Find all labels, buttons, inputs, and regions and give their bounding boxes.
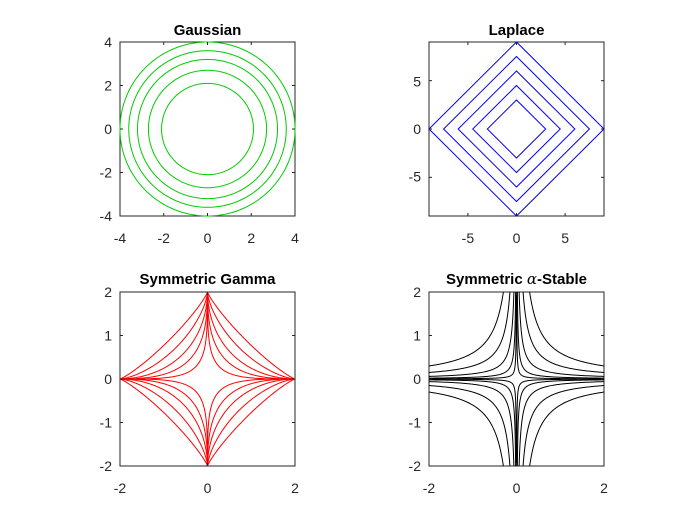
panel-gaussian-ytick-label: 4	[104, 34, 112, 50]
stable-contour-line	[522, 385, 604, 466]
panel-gaussian-ytick-label: -2	[100, 165, 113, 181]
gaussian-contour-line	[128, 50, 287, 208]
panel-gaussian-xtick-label: -4	[114, 230, 127, 246]
panel-gaussian-xtick-label: 4	[291, 230, 299, 246]
gamma-contour-line	[120, 292, 295, 466]
panel-gaussian: Gaussian -4 -2 0 2 4 4 2 0 -2 -4	[100, 22, 300, 246]
laplace-contour-line	[472, 84, 561, 174]
panel-gaussian-xtick-label: 2	[247, 230, 255, 246]
title-suffix: -Stable	[537, 271, 587, 288]
panel-laplace: Laplace -5 0 5 5 0 -5	[409, 22, 605, 246]
panel-alpha-stable-ytick-label: -2	[409, 458, 422, 474]
panel-symmetric-alpha-stable: Symmetric α-Stable -2 0 2 2 1 0 -1 -2	[409, 270, 609, 496]
panel-gaussian-title: Gaussian	[174, 22, 242, 39]
panel-alpha-stable-xtick-label: -2	[423, 480, 436, 496]
stable-contour-line	[518, 381, 604, 466]
laplace-contour-line	[486, 99, 547, 159]
gamma-contour-line	[120, 292, 295, 466]
alpha-symbol: α	[527, 270, 537, 288]
panel-laplace-xtick-label: 5	[561, 230, 569, 246]
panel-symmetric-gamma-ytick-label: -2	[100, 458, 113, 474]
gaussian-contour-line	[136, 58, 279, 200]
stable-contour-line	[522, 292, 604, 373]
panel-gaussian-ytick-label: 0	[104, 121, 112, 137]
panel-laplace-title: Laplace	[489, 22, 545, 39]
panel-symmetric-gamma-ytick-label: 0	[104, 371, 112, 387]
panel-symmetric-gamma-ytick-label: 2	[104, 284, 112, 300]
panel-alpha-stable-ytick-label: 1	[413, 328, 421, 344]
gaussian-contour-line	[147, 69, 268, 189]
title-prefix: Symmetric	[446, 271, 527, 288]
panel-laplace-ytick-label: 0	[413, 121, 421, 137]
panel-alpha-stable-xtick-label: 2	[600, 480, 608, 496]
panel-alpha-stable-ytick-label: 0	[413, 371, 421, 387]
stable-contour-line	[429, 391, 504, 466]
panel-gaussian-ytick-label: -4	[100, 208, 113, 224]
panel-alpha-stable-xtick-label: 0	[513, 480, 521, 496]
stable-contour-line	[529, 292, 604, 367]
stable-contour-line	[516, 292, 604, 379]
stable-contour-line	[429, 292, 511, 373]
panel-symmetric-alpha-stable-ticks	[428, 291, 605, 467]
stable-contour-line	[429, 379, 517, 466]
stable-contour-line	[429, 378, 517, 466]
panel-symmetric-gamma-xtick-label: 2	[291, 480, 299, 496]
panel-laplace-xtick-label: -5	[462, 230, 475, 246]
panel-symmetric-gamma-ytick-label: 1	[104, 328, 112, 344]
panel-gaussian-ytick-label: 2	[104, 78, 112, 94]
panel-symmetric-gamma-ytick-label: -1	[100, 415, 113, 431]
stable-contour-line	[516, 292, 604, 380]
stable-contour-line	[429, 292, 515, 377]
panel-laplace-ytick-label: 5	[413, 73, 421, 89]
panel-symmetric-gamma: Symmetric Gamma -2 0 2 2 1 0 -1 -2	[100, 271, 300, 496]
stable-contour-line	[518, 292, 604, 377]
stable-contour-line	[429, 292, 517, 379]
stable-contour-line	[529, 391, 604, 466]
laplace-contour-line	[442, 55, 591, 203]
stable-contour-line	[516, 378, 604, 466]
panel-alpha-stable-ytick-label: -1	[409, 415, 422, 431]
stable-contour-line	[516, 379, 604, 466]
stable-contour-line	[429, 385, 511, 466]
panel-alpha-stable-ytick-label: 2	[413, 284, 421, 300]
panel-symmetric-gamma-title: Symmetric Gamma	[140, 271, 277, 288]
gaussian-contour-line	[161, 82, 254, 176]
panel-gaussian-xtick-label: -2	[158, 230, 171, 246]
panel-gaussian-ticks	[119, 41, 296, 217]
panel-symmetric-gamma-xtick-label: -2	[114, 480, 127, 496]
panel-laplace-ytick-label: -5	[409, 169, 422, 185]
gamma-contour-line	[120, 292, 295, 466]
panel-symmetric-gamma-xtick-label: 0	[204, 480, 212, 496]
panel-symmetric-gamma-ticks	[119, 291, 296, 467]
panel-laplace-ticks	[429, 42, 604, 216]
laplace-contour-line	[457, 70, 576, 188]
stable-contour-line	[429, 381, 515, 466]
gamma-contour-line	[120, 292, 295, 466]
panel-gaussian-axes	[119, 41, 296, 217]
stable-contour-line	[429, 292, 504, 367]
panel-gaussian-xtick-label: 0	[204, 230, 212, 246]
panel-symmetric-alpha-stable-title: Symmetric α-Stable	[446, 270, 587, 288]
panel-laplace-axes	[428, 41, 605, 217]
panel-laplace-xtick-label: 0	[513, 230, 521, 246]
stable-contour-line	[429, 292, 517, 380]
panel-symmetric-alpha-stable-contours	[429, 292, 604, 466]
